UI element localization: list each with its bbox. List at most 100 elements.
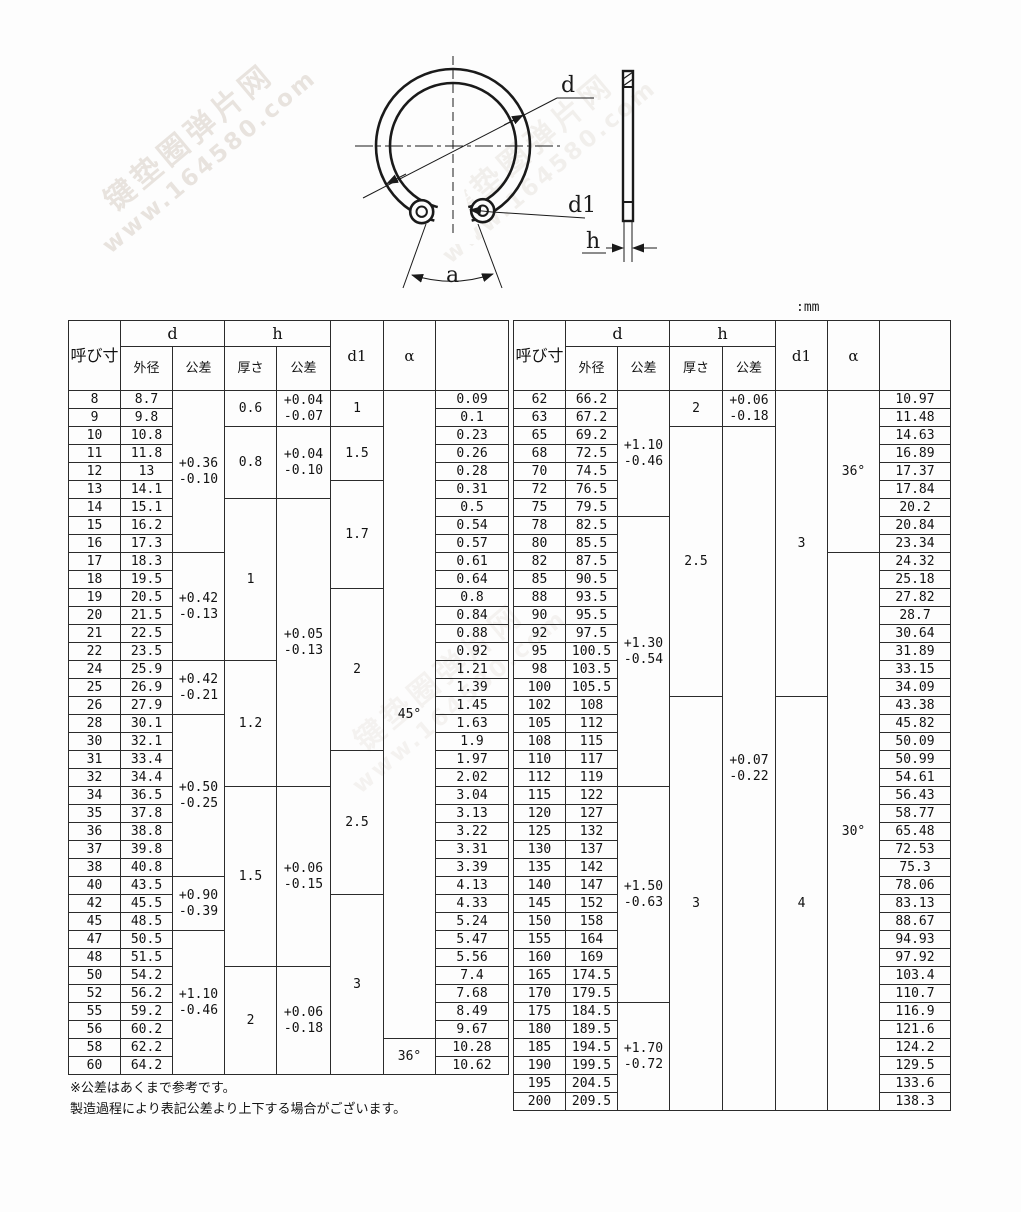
cell-nominal-size: 50 [68,966,121,985]
cell-ref-value: 0.26 [435,444,509,463]
cell-ref-value: 28.7 [879,606,951,625]
cell-d-tolerance: +0.50 -0.25 [172,714,225,877]
cell-outer-diameter: 51.5 [120,948,173,967]
cell-outer-diameter: 189.5 [565,1020,618,1039]
cell-ref-value: 54.61 [879,768,951,787]
cell-d1: 2 [330,588,384,751]
cell-outer-diameter: 34.4 [120,768,173,787]
cell-ref-value: 7.68 [435,984,509,1003]
cell-ref-value: 94.93 [879,930,951,949]
cell-nominal-size: 14 [68,498,121,517]
cell-outer-diameter: 147 [565,876,618,895]
cell-h-tolerance: +0.04 -0.10 [276,426,331,499]
header-d-tolerance: 公差 [172,346,225,391]
cell-outer-diameter: 62.2 [120,1038,173,1057]
cell-outer-diameter: 169 [565,948,618,967]
cell-h-tolerance: +0.06 -0.18 [722,390,776,427]
cell-ref-value: 5.47 [435,930,509,949]
cell-ref-value: 10.62 [435,1056,509,1075]
cell-nominal-size: 40 [68,876,121,895]
cell-ref-value: 27.82 [879,588,951,607]
header-outer-diameter: 外径 [565,346,618,391]
cell-d1: 2.5 [330,750,384,895]
cell-outer-diameter: 127 [565,804,618,823]
cell-outer-diameter: 25.9 [120,660,173,679]
cell-ref-value: 138.3 [879,1092,951,1111]
cell-nominal-size: 10 [68,426,121,445]
retaining-ring-diagram: d d1 a [355,56,657,289]
cell-alpha: 30° [827,552,880,1111]
cell-ref-value: 110.7 [879,984,951,1003]
cell-thickness: 1.5 [224,786,277,967]
cell-ref-value: 3.39 [435,858,509,877]
cell-nominal-size: 120 [513,804,566,823]
cell-d1: 3 [330,894,384,1075]
cell-outer-diameter: 137 [565,840,618,859]
unit-label: :mm [796,300,820,315]
cell-ref-value: 133.6 [879,1074,951,1093]
cell-nominal-size: 85 [513,570,566,589]
cell-ref-value: 23.34 [879,534,951,553]
cell-outer-diameter: 45.5 [120,894,173,913]
cell-thickness: 2 [224,966,277,1075]
d1-label: d1 [568,193,596,218]
cell-ref-value: 0.31 [435,480,509,499]
cell-outer-diameter: 132 [565,822,618,841]
header-nominal: 呼び寸 [68,320,121,391]
cell-ref-value: 3.04 [435,786,509,805]
cell-outer-diameter: 158 [565,912,618,931]
cell-nominal-size: 70 [513,462,566,481]
cell-outer-diameter: 90.5 [565,570,618,589]
cell-outer-diameter: 164 [565,930,618,949]
cell-ref-value: 10.28 [435,1038,509,1057]
cell-nominal-size: 100 [513,678,566,697]
cell-nominal-size: 160 [513,948,566,967]
cell-nominal-size: 80 [513,534,566,553]
cell-outer-diameter: 21.5 [120,606,173,625]
cell-ref-value: 56.43 [879,786,951,805]
cell-outer-diameter: 67.2 [565,408,618,427]
cell-d-tolerance: +1.10 -0.46 [617,390,670,517]
header-ref [879,320,951,391]
cell-nominal-size: 155 [513,930,566,949]
cell-outer-diameter: 105.5 [565,678,618,697]
h-label: h [586,229,600,254]
cell-ref-value: 72.53 [879,840,951,859]
cell-nominal-size: 30 [68,732,121,751]
cell-outer-diameter: 152 [565,894,618,913]
cell-nominal-size: 24 [68,660,121,679]
cell-ref-value: 0.8 [435,588,509,607]
cell-nominal-size: 21 [68,624,121,643]
cell-outer-diameter: 43.5 [120,876,173,895]
d1-leader [469,206,586,219]
cell-nominal-size: 92 [513,624,566,643]
header-d-group: d [120,320,225,347]
cell-ref-value: 17.84 [879,480,951,499]
cell-outer-diameter: 82.5 [565,516,618,535]
header-d1: d1 [330,320,384,391]
cell-nominal-size: 68 [513,444,566,463]
cell-ref-value: 34.09 [879,678,951,697]
cell-outer-diameter: 100.5 [565,642,618,661]
cell-ref-value: 0.09 [435,390,509,409]
cell-outer-diameter: 76.5 [565,480,618,499]
cell-ref-value: 0.61 [435,552,509,571]
cell-ref-value: 3.31 [435,840,509,859]
cell-d1: 3 [775,390,828,697]
cell-ref-value: 0.88 [435,624,509,643]
cell-ref-value: 50.09 [879,732,951,751]
header-outer-diameter: 外径 [120,346,173,391]
cell-h-tolerance: +0.06 -0.18 [276,966,331,1075]
cell-outer-diameter: 20.5 [120,588,173,607]
